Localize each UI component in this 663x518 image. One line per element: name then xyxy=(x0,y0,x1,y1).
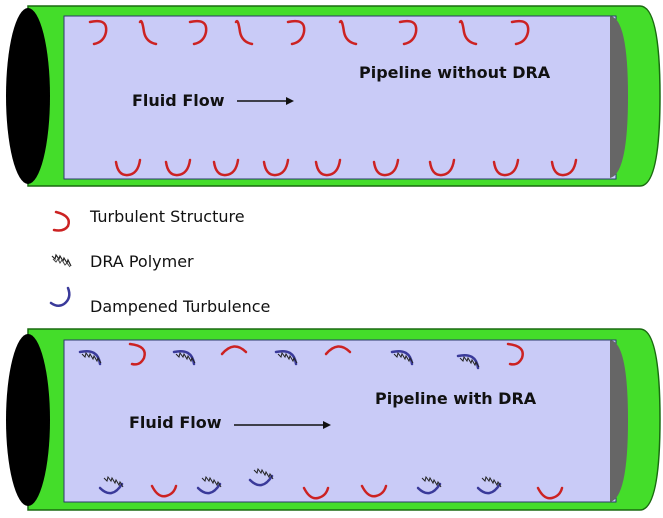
dra-polymer-icon xyxy=(201,475,222,488)
turbulent-structure-icon xyxy=(150,484,178,498)
dra-polymer-icon xyxy=(481,475,502,488)
turbulent-structure-icon xyxy=(506,342,524,366)
dra-polymer-icon xyxy=(421,475,442,488)
turbulent-structure-icon xyxy=(428,158,456,177)
pipe-left-opening xyxy=(6,8,50,184)
dra-polymer-icon xyxy=(459,355,480,368)
pipeline-without-dra xyxy=(6,5,661,187)
dra-polymer-icon xyxy=(393,351,414,364)
dampened-turbulence-icon xyxy=(49,286,71,307)
dampened-turbulence-icon xyxy=(456,354,480,370)
pipe-title: Pipeline without DRA xyxy=(359,63,551,82)
legend-label-turbulent: Turbulent Structure xyxy=(90,207,245,226)
turbulent-structure-icon xyxy=(360,484,388,498)
turbulent-structure-icon xyxy=(510,19,530,46)
turbulent-structure-icon xyxy=(338,19,358,46)
turbulent-structure-icon xyxy=(164,158,192,177)
turbulent-structure-icon xyxy=(550,158,578,177)
turbulent-structure-icon xyxy=(372,158,400,177)
dra-polymer-icon xyxy=(253,467,274,480)
turbulent-structure-icon xyxy=(188,19,208,46)
legend-label-dampened: Dampened Turbulence xyxy=(90,297,271,316)
turbulent-structure-icon xyxy=(262,158,290,177)
dra-polymer-icon xyxy=(175,351,196,364)
pipe-right-end xyxy=(610,16,628,178)
pipe-left-opening xyxy=(6,334,50,506)
dampened-turbulence-icon xyxy=(196,482,222,495)
dra-polymer-icon xyxy=(103,475,124,488)
pipe-right-end xyxy=(610,340,628,502)
dampened-turbulence-icon xyxy=(476,482,502,495)
turbulent-structure-icon xyxy=(88,19,108,46)
turbulent-structure-icon xyxy=(458,19,478,46)
turbulent-structure-icon xyxy=(220,345,248,356)
turbulent-structure-icon xyxy=(128,342,146,366)
turbulent-structure-icon xyxy=(398,19,418,46)
flow-arrow-icon xyxy=(234,421,331,429)
turbulent-structure-icon xyxy=(302,486,330,500)
pipeline-with-dra xyxy=(6,328,661,511)
dampened-turbulence-icon xyxy=(274,350,298,366)
legend-label-polymer: DRA Polymer xyxy=(90,252,194,271)
turbulent-structure-icon xyxy=(492,158,520,177)
pipe-title: Pipeline with DRA xyxy=(375,389,537,408)
flow-label: Fluid Flow xyxy=(132,91,225,110)
flow-label: Fluid Flow xyxy=(129,413,222,432)
dampened-turbulence-icon xyxy=(390,350,414,366)
turbulent-structure-icon xyxy=(138,19,158,46)
dampened-turbulence-icon xyxy=(248,474,274,487)
dampened-turbulence-icon xyxy=(98,482,124,495)
dampened-turbulence-icon xyxy=(172,350,196,366)
turbulent-structure-icon xyxy=(314,158,342,177)
turbulent-structure-icon xyxy=(52,210,70,232)
dampened-turbulence-icon xyxy=(416,482,442,495)
pipe-interior xyxy=(63,339,617,503)
dra-polymer-icon xyxy=(51,253,72,268)
dampened-turbulence-icon xyxy=(78,350,102,366)
turbulent-structure-icon xyxy=(114,158,142,177)
turbulent-structure-icon xyxy=(286,19,306,46)
turbulent-structure-icon xyxy=(536,486,564,500)
flow-arrow-icon xyxy=(237,97,294,105)
dra-polymer-icon xyxy=(277,351,298,364)
turbulent-structure-icon xyxy=(234,19,254,46)
dra-polymer-icon xyxy=(81,351,102,364)
turbulent-structure-icon xyxy=(212,158,240,177)
turbulent-structure-icon xyxy=(324,345,352,356)
